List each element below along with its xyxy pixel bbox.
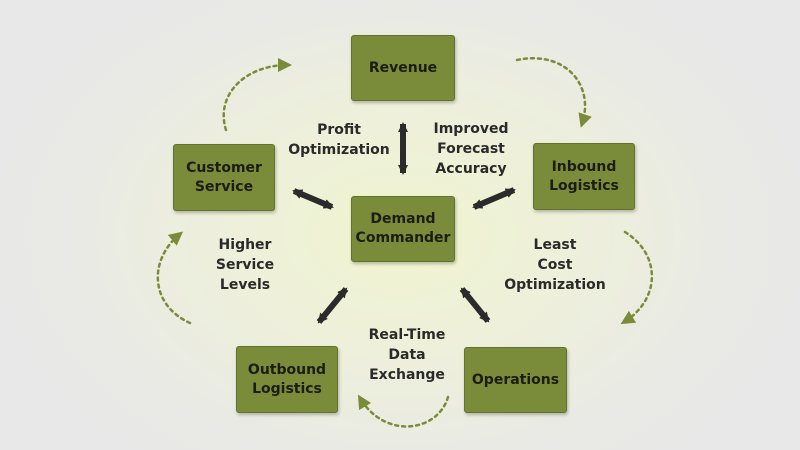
node-inbound-logistics: Inbound Logistics: [533, 143, 635, 210]
edge-label-profit-optimization: Profit Optimization: [288, 122, 390, 158]
edge-label-least-cost-optimization: Least Cost Optimization: [504, 237, 606, 293]
node-outbound-logistics-label: Outbound Logistics: [247, 361, 327, 397]
arrow-hub-inbound-logistics: [472, 187, 516, 210]
node-revenue: Revenue: [351, 35, 455, 101]
node-customer-service-label: Customer Service: [186, 159, 262, 195]
node-outbound-logistics: Outbound Logistics: [236, 346, 338, 413]
node-operations: Operations: [464, 347, 567, 413]
node-demand-commander: Demand Commander: [351, 196, 455, 262]
cycle-arrow-outbound-to-customer: [156, 231, 192, 325]
edge-label-higher-service-levels: Higher Service Levels: [215, 237, 275, 293]
node-demand-commander-label: Demand Commander: [355, 211, 451, 246]
arrow-hub-operations: [459, 287, 491, 323]
arrow-hub-outbound-logistics: [316, 287, 349, 324]
edge-label-improved-forecast-accuracy: Improved Forecast Accuracy: [433, 121, 509, 177]
cycle-arrow-customer-to-revenue: [222, 58, 292, 132]
node-inbound-logistics-label: Inbound Logistics: [549, 158, 619, 194]
arrow-hub-customer-service: [292, 188, 334, 210]
node-revenue-label: Revenue: [368, 59, 438, 76]
cycle-arrow-operations-to-outbound: [357, 394, 450, 428]
node-operations-label: Operations: [471, 371, 560, 388]
node-customer-service: Customer Service: [173, 144, 275, 211]
cycle-arrow-inbound-to-operations: [620, 230, 654, 325]
edge-label-real-time-data-exchange: Real-Time Data Exchange: [368, 327, 446, 383]
cycle-arrow-revenue-to-inbound: [515, 57, 592, 128]
